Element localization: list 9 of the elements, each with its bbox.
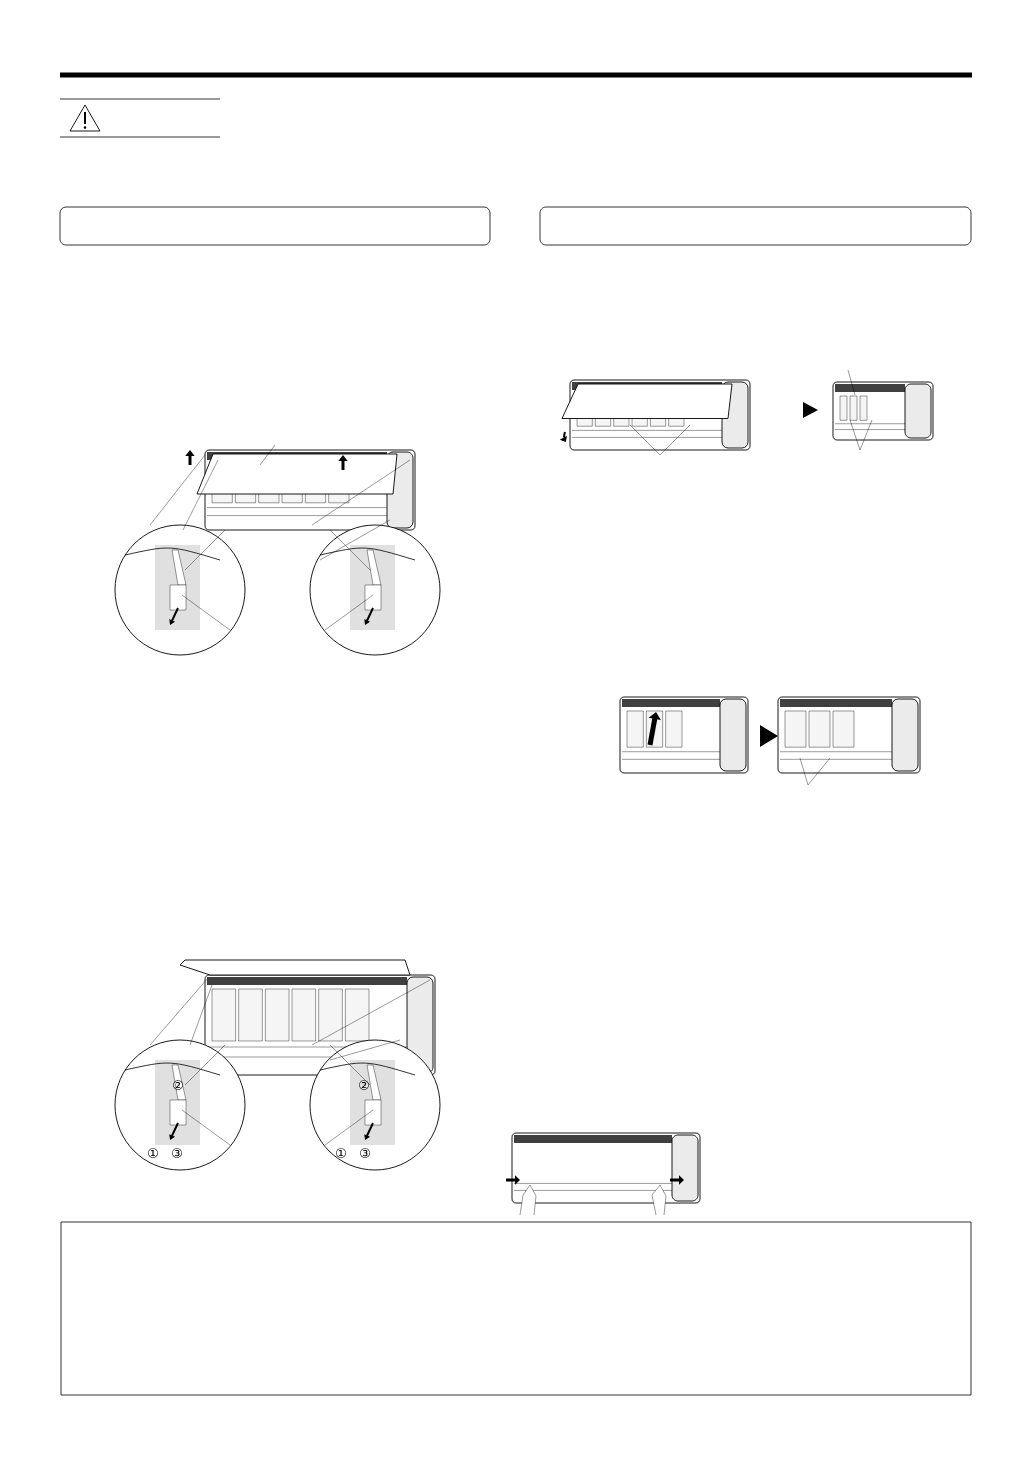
step-number: ① xyxy=(148,1148,158,1158)
heading-box xyxy=(59,206,491,246)
step-number: ① xyxy=(336,1148,346,1158)
step-number: ② xyxy=(173,1080,183,1090)
step-number: ③ xyxy=(172,1148,182,1158)
step-number: ② xyxy=(359,1080,369,1090)
step-number: ③ xyxy=(360,1148,370,1158)
heading-box xyxy=(539,206,972,246)
note-box xyxy=(60,1221,972,1396)
